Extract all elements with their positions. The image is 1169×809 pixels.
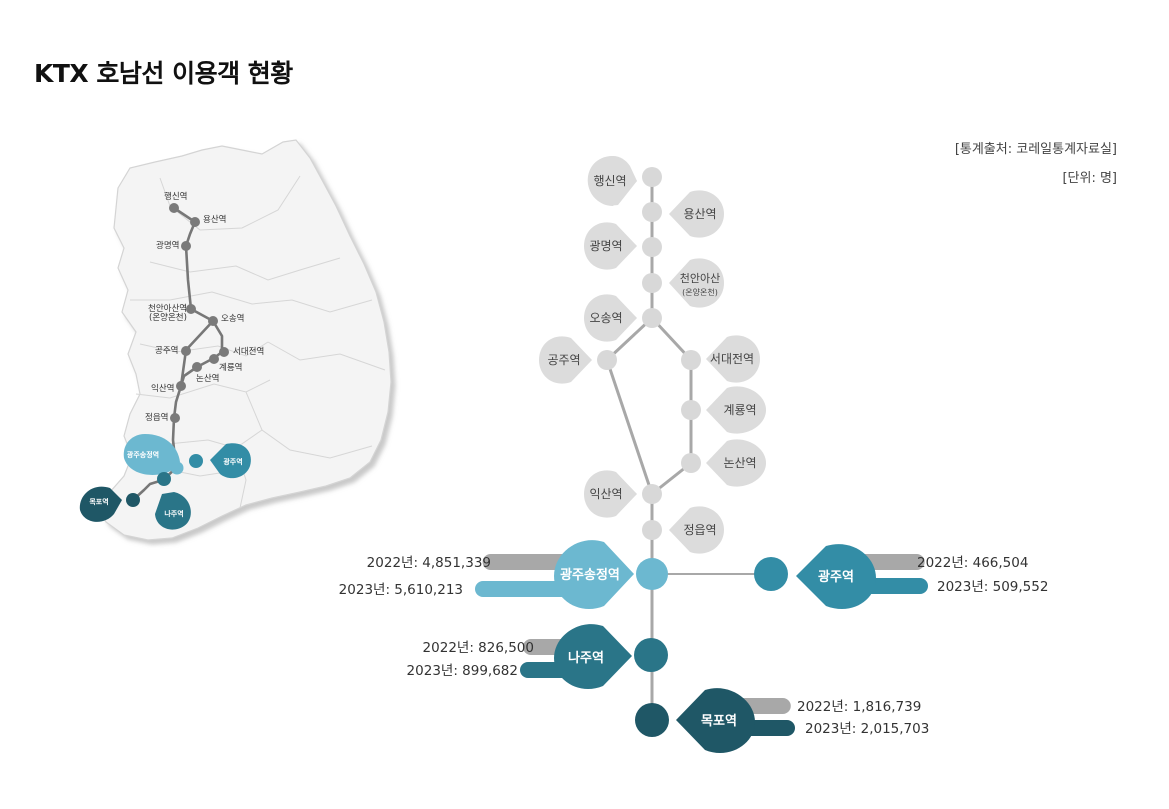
map-highlight-gwangju: 광주역 (189, 443, 251, 479)
map-station-dots (169, 203, 229, 423)
svg-text:광주송정역: 광주송정역 (560, 567, 620, 583)
svg-text:오송역: 오송역 (589, 311, 622, 325)
korea-outline (97, 139, 392, 541)
svg-text:광주역: 광주역 (223, 457, 242, 466)
station-seodaejeon: 서대전역 (681, 335, 760, 383)
station-haengsin: 행신역 (587, 156, 662, 206)
svg-text:행신역: 행신역 (164, 191, 187, 202)
svg-text:정읍역: 정읍역 (683, 523, 716, 537)
label-naju-2022: 2022년: 826,500 (423, 640, 534, 656)
svg-text:광주송정역: 광주송정역 (127, 450, 159, 459)
station-cheonan: 천안아산 (온양온천) (642, 258, 724, 308)
svg-text:오송역: 오송역 (221, 313, 244, 324)
svg-text:서대전역: 서대전역 (233, 346, 264, 357)
station-naju: 나주역 (554, 624, 668, 690)
province-borders (130, 175, 386, 509)
unit-note: [단위: 명] (1062, 171, 1117, 186)
station-gongju: 공주역 (539, 336, 617, 384)
station-yongsan: 용산역 (642, 190, 724, 238)
map-highlight-naju: 나주역 (155, 472, 191, 530)
svg-text:나주역: 나주역 (164, 509, 183, 518)
svg-text:용산역: 용산역 (203, 214, 226, 225)
map-highlight-mokpo: 목포역 (79, 486, 140, 522)
svg-text:나주역: 나주역 (568, 650, 604, 666)
svg-text:(온양온천): (온양온천) (149, 312, 187, 323)
map-highlight-gwangjusongjeong: 광주송정역 (123, 434, 184, 475)
station-gwangju: 광주역 (754, 544, 876, 610)
svg-text:행신역: 행신역 (593, 173, 626, 188)
svg-text:논산역: 논산역 (196, 373, 219, 384)
data-source-note: [통계출처: 코레일통계자료실] (954, 142, 1117, 157)
svg-text:(온양온천): (온양온천) (682, 287, 718, 297)
svg-text:천안아산: 천안아산 (680, 271, 720, 285)
station-gwangjusongjeong: 광주송정역 (554, 540, 668, 610)
label-mokpo-2023: 2023년: 2,015,703 (805, 721, 929, 737)
route-stations: 행신역 용산역 광명역 천안아산 (온양온천) 오송역 공주역 (539, 156, 766, 554)
station-jeongeup: 정읍역 (642, 506, 724, 554)
label-gwangjusongjeong-2023: 2023년: 5,610,213 (339, 582, 463, 598)
svg-text:익산역: 익산역 (151, 383, 174, 394)
station-mokpo: 목포역 (635, 688, 755, 754)
label-gwangju-2023: 2023년: 509,552 (937, 579, 1048, 595)
svg-text:목포역: 목포역 (89, 497, 108, 506)
korea-map: 행신역 용산역 광명역 천안아산역 (온양온천) 오송역 공주역 서대전역 계룡… (79, 139, 392, 541)
svg-text:광명역: 광명역 (589, 239, 622, 253)
svg-text:광주역: 광주역 (818, 569, 854, 585)
svg-text:정읍역: 정읍역 (145, 412, 168, 423)
svg-text:천안아산역: 천안아산역 (148, 303, 187, 314)
value-labels: 2022년: 4,851,339 2023년: 5,610,213 2022년:… (339, 555, 1049, 737)
svg-text:계룡역: 계룡역 (219, 362, 242, 373)
svg-text:공주역: 공주역 (547, 353, 580, 367)
station-gwangmyeong: 광명역 (584, 222, 662, 270)
label-mokpo-2022: 2022년: 1,816,739 (797, 699, 921, 715)
station-iksan: 익산역 (584, 470, 662, 518)
svg-text:목포역: 목포역 (701, 713, 737, 729)
station-osong: 오송역 (584, 294, 662, 342)
station-gyeryong: 계룡역 (681, 386, 766, 434)
label-gwangju-2022: 2022년: 466,504 (917, 555, 1028, 571)
station-nonsan: 논산역 (681, 439, 766, 487)
svg-text:광명역: 광명역 (156, 240, 179, 251)
map-station-labels: 행신역 용산역 광명역 천안아산역 (온양온천) 오송역 공주역 서대전역 계룡… (145, 191, 264, 423)
page-title: KTX 호남선 이용객 현황 (34, 59, 293, 88)
svg-text:논산역: 논산역 (723, 456, 756, 470)
svg-text:계룡역: 계룡역 (723, 403, 756, 417)
svg-text:공주역: 공주역 (155, 345, 178, 356)
svg-text:익산역: 익산역 (589, 487, 622, 501)
label-gwangjusongjeong-2022: 2022년: 4,851,339 (367, 555, 491, 571)
label-naju-2023: 2023년: 899,682 (407, 663, 518, 679)
svg-text:용산역: 용산역 (683, 207, 716, 221)
svg-text:서대전역: 서대전역 (710, 352, 754, 366)
